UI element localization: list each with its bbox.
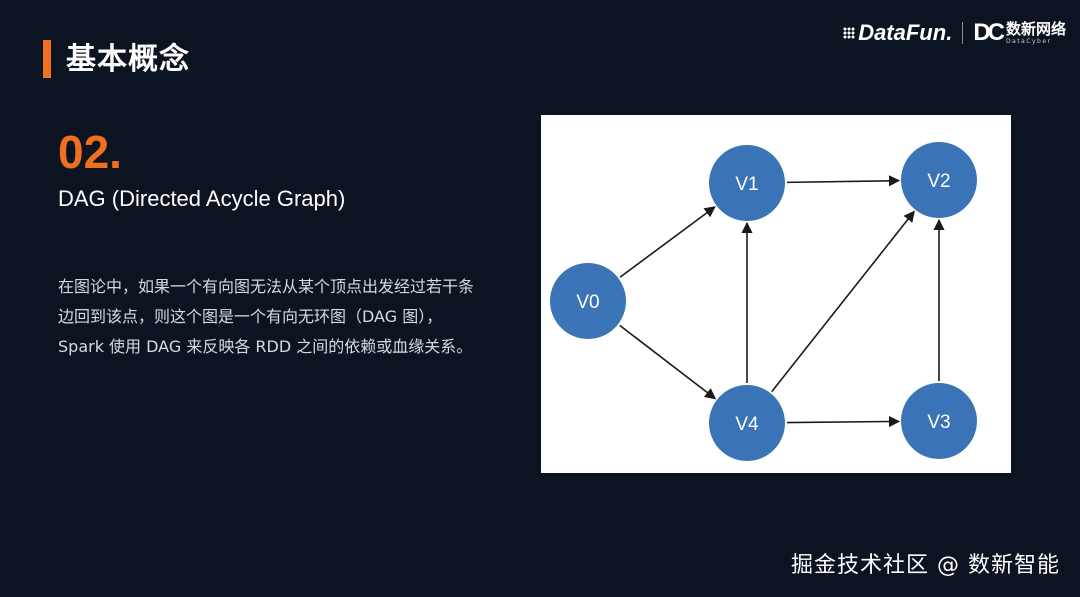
edge-v0-to-v1 (619, 206, 716, 278)
node-circle (709, 385, 785, 461)
datacyber-logo: DC 数新网络 DataCyber (973, 19, 1066, 47)
node-circle (550, 263, 626, 339)
edge-v4-to-v3 (786, 415, 901, 428)
section-subtitle: DAG (Directed Acycle Graph) (58, 186, 346, 211)
node-label: V3 (927, 412, 950, 433)
node-v1: V1 (709, 145, 785, 221)
watermark: 掘金技术社区 @ 数新智能 (791, 553, 1060, 578)
datacyber-en-name: DataCyber (1005, 37, 1052, 45)
description-text: 在图论中，如果一个有向图无法从某个顶点出发经过若干条边回到该点，则这个图是一个有… (58, 277, 475, 356)
datacyber-mark: DC (973, 19, 1005, 46)
datafun-logo: DataFun. (843, 20, 952, 46)
node-v0: V0 (550, 263, 626, 339)
node-label: V2 (927, 171, 950, 192)
section-number: 02. (58, 126, 122, 178)
node-v4: V4 (709, 385, 785, 461)
datacyber-cn-name: 数新网络 (1005, 19, 1066, 38)
node-label: V4 (735, 414, 759, 435)
node-label: V1 (735, 174, 758, 195)
node-v3: V3 (901, 383, 977, 459)
node-v2: V2 (901, 142, 977, 218)
node-label: V0 (576, 292, 599, 313)
section-accent-bar (43, 40, 51, 78)
brand-logos: DataFun. DC 数新网络 DataCyber (843, 18, 1066, 48)
datafun-dots-icon (843, 27, 856, 39)
edge-v4-to-v2 (771, 210, 915, 393)
edge-v0-to-v4 (619, 324, 717, 400)
dag-edges (619, 175, 945, 428)
node-circle (709, 145, 785, 221)
section-title: 基本概念 (66, 42, 190, 77)
brand-divider (962, 22, 964, 44)
node-circle (901, 142, 977, 218)
datafun-logo-text: DataFun. (858, 20, 953, 45)
node-circle (901, 383, 977, 459)
edge-v1-to-v2 (786, 175, 901, 187)
